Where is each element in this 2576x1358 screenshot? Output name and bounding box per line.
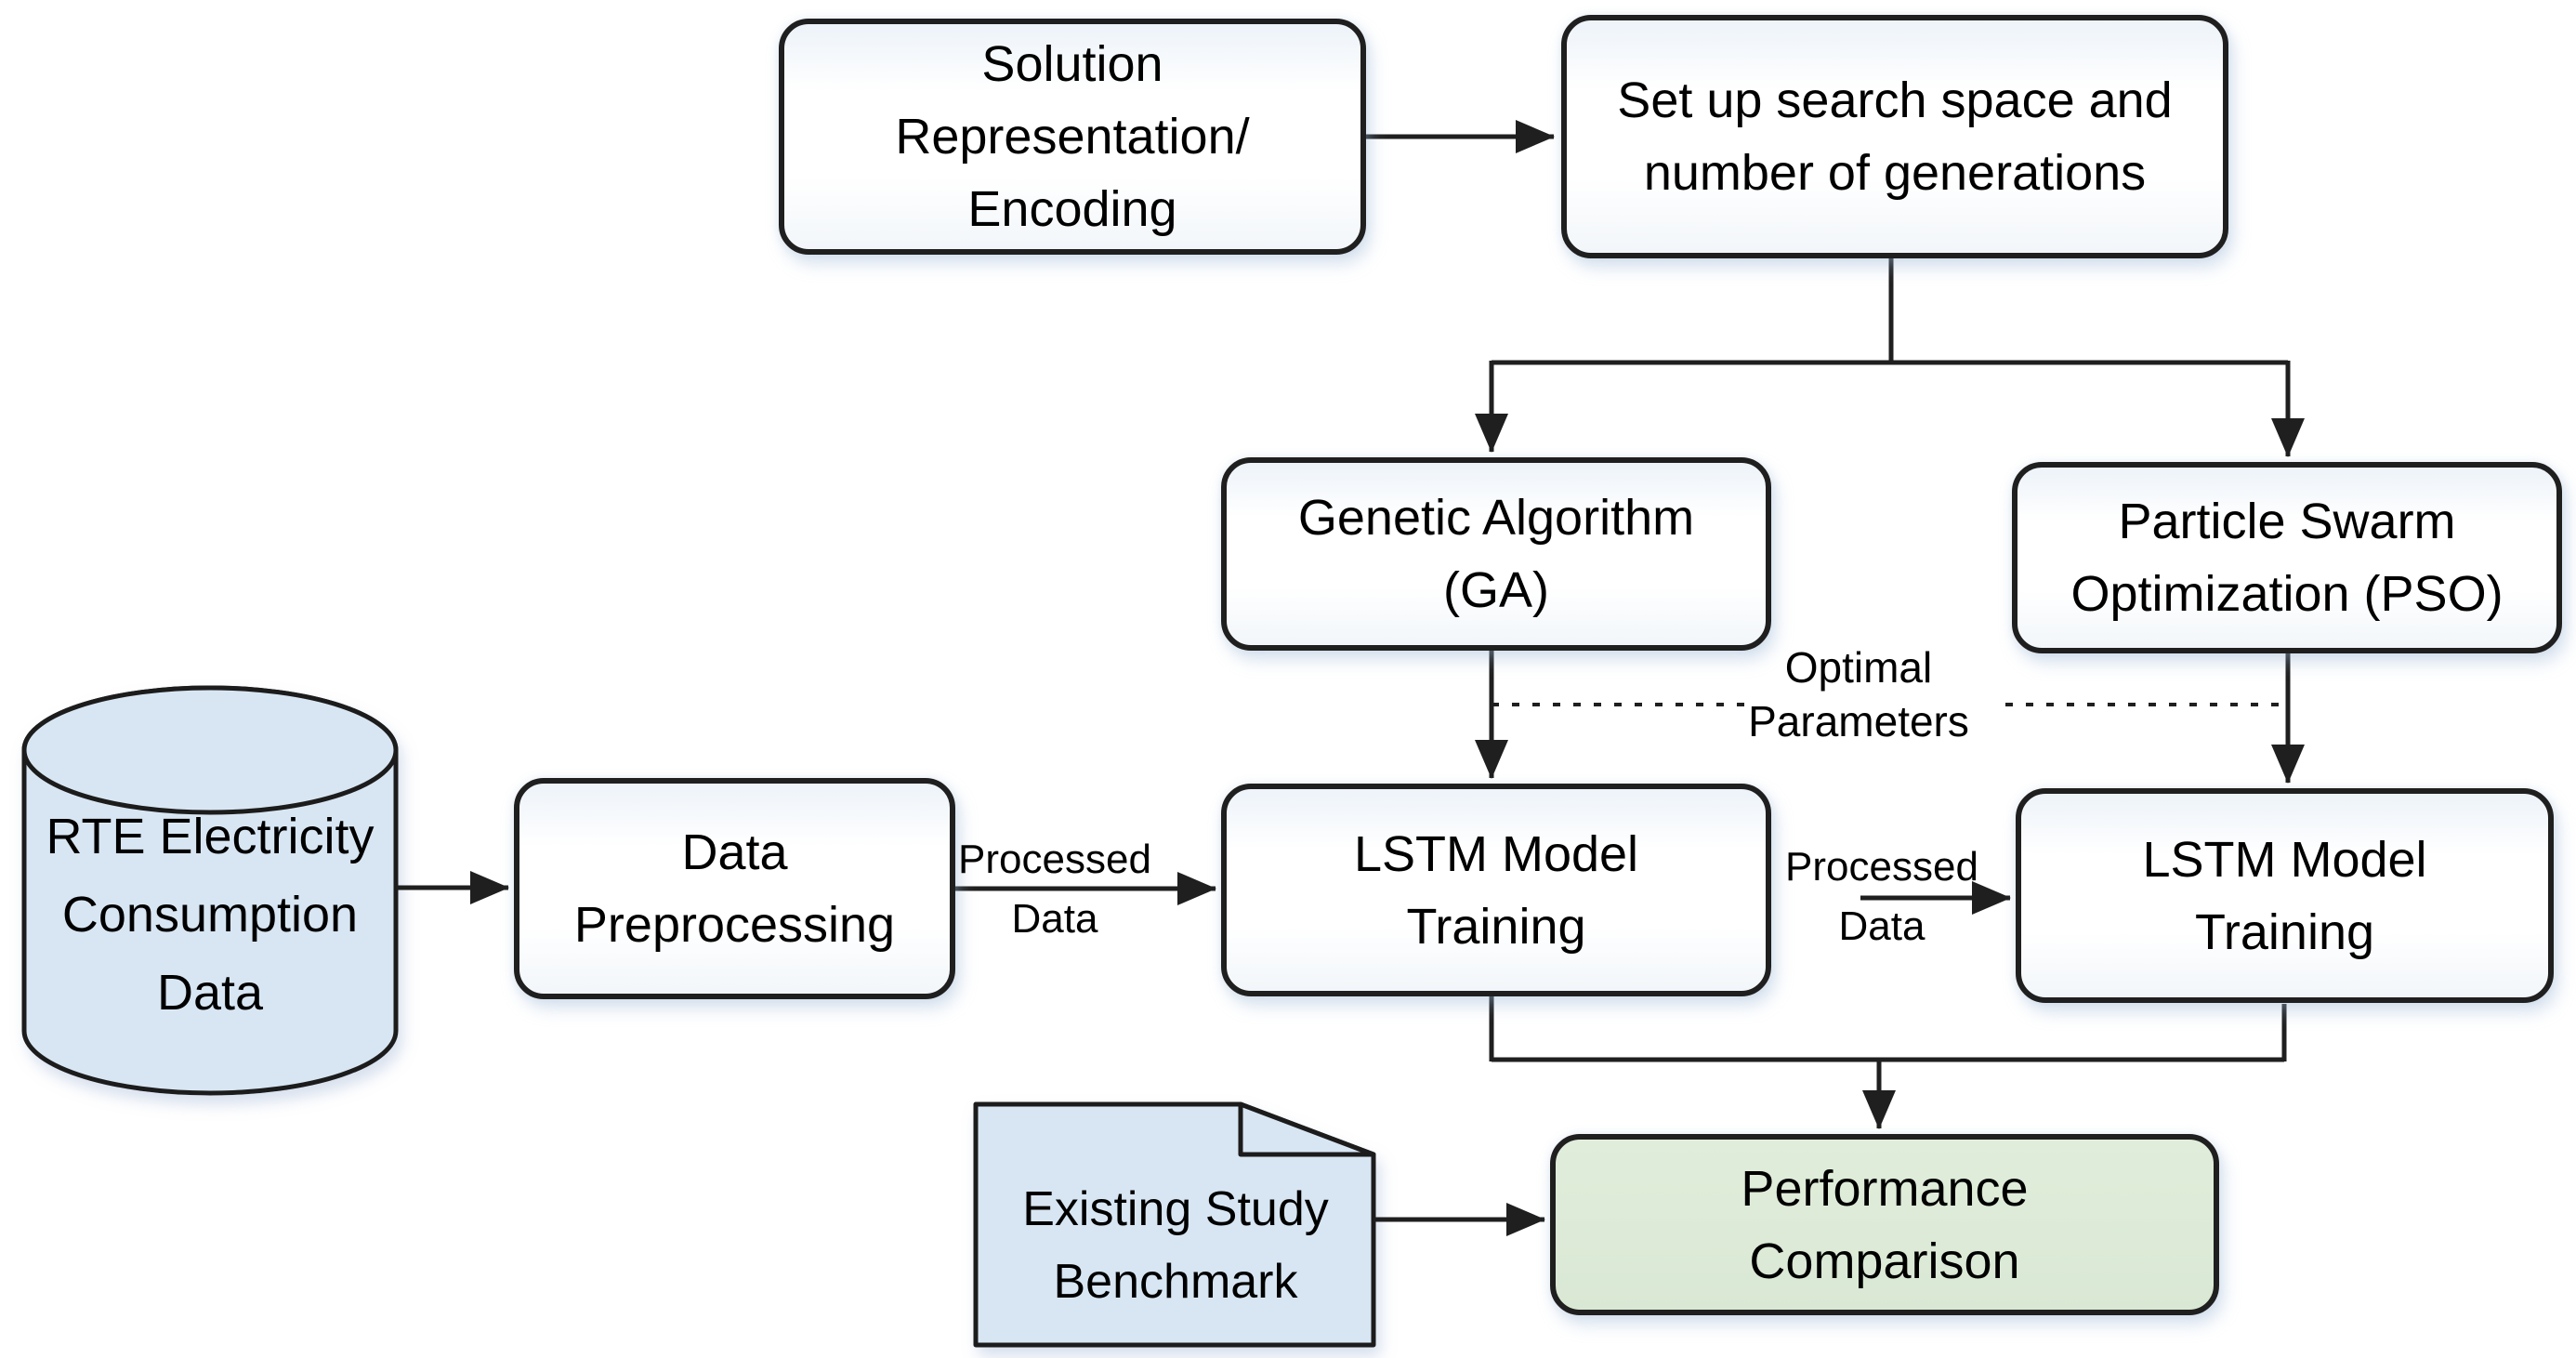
datastore-label: RTE Electricity Consumption Data	[46, 809, 375, 1021]
edge-label-processed-data-left: Processed Data	[958, 837, 1151, 942]
edge-label-optimal-parameters: Optimal Parameters	[1748, 643, 1969, 745]
node-lstm-training-right: LSTM Model Training	[2016, 788, 2554, 1003]
node-genetic-algorithm: Genetic Algorithm (GA)	[1221, 457, 1771, 651]
node-particle-swarm-optimization: Particle Swarm Optimization (PSO)	[2012, 462, 2562, 653]
document-shape	[973, 1101, 1376, 1348]
cylinder-shape	[21, 685, 399, 1096]
node-lstm-training-left: LSTM Model Training	[1221, 784, 1771, 996]
edge-label-processed-data-right: Processed Data	[1785, 844, 1978, 949]
benchmark-label: Existing Study Benchmark	[1022, 1182, 1329, 1309]
node-data-preprocessing: Data Preprocessing	[514, 778, 955, 999]
node-solution-encoding: Solution Representation/ Encoding	[779, 19, 1366, 255]
node-performance-comparison: Performance Comparison	[1550, 1134, 2219, 1315]
node-setup-search-space: Set up search space and number of genera…	[1561, 15, 2228, 258]
